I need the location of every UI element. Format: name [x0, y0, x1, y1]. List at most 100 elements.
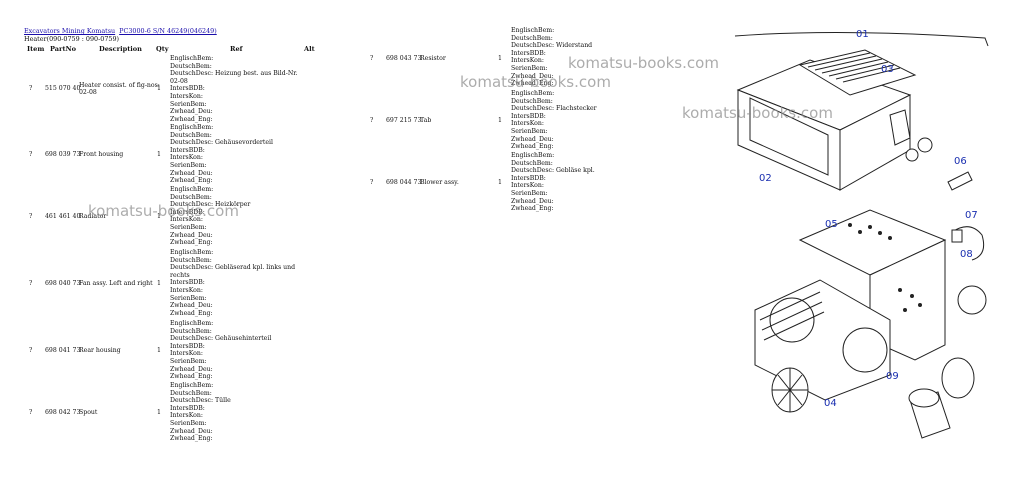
row-item: ? [29, 280, 33, 287]
row-description: Front housing [79, 151, 124, 158]
ref-line: IntersKon: [170, 216, 203, 224]
row-qty: 1 [157, 409, 161, 416]
ref-line: Zwhead_Deu: [170, 427, 213, 435]
ref-line: EnglischBem: [511, 27, 555, 34]
ref-line: EnglischBem: [170, 186, 214, 193]
ref-line: IntersBDB: [170, 85, 205, 93]
ref-line: DeutschBem: [170, 389, 212, 397]
breadcrumb-link-category[interactable]: Excavators Mining Komatsu [24, 27, 116, 35]
ref-line: DeutschDesc: Gebläserad kpl. links und [170, 264, 296, 272]
ref-line: IntersKon: [511, 182, 544, 190]
row-partno[interactable]: 698 040 73 [45, 280, 81, 287]
callout-03: 03 [881, 64, 894, 75]
clip-block-drawing [951, 229, 963, 243]
ref-line: DeutschDesc: Gehäusehinterteil [170, 335, 272, 343]
row-partno[interactable]: 698 043 73 [386, 55, 422, 62]
ref-line: IntersBDB: [170, 342, 205, 350]
ref-line: EnglischBem: [170, 124, 214, 131]
callout-04: 04 [824, 398, 837, 409]
ref-line: Zwhead_Deu: [170, 365, 213, 373]
ref-line: Zwhead_Deu: [511, 197, 554, 205]
row-qty: 1 [157, 213, 161, 220]
watermark: komatsu-books.com [88, 202, 239, 220]
row-description: Resistor [420, 55, 446, 62]
row-partno[interactable]: 515 070 40 [45, 85, 81, 92]
row-item: ? [29, 151, 33, 158]
ref-line: Zwhead_Eng: [170, 309, 213, 317]
callout-02: 02 [759, 173, 772, 184]
row-ref: EnglischBem:DeutschBem:DeutschDesc: Gebl… [170, 249, 295, 317]
row-partno[interactable]: 698 044 73 [386, 179, 422, 186]
ref-line: EnglischBem: [170, 320, 214, 327]
ref-line: IntersBDB: [170, 146, 205, 154]
row-ref: EnglischBem:DeutschBem:DeutschDesc: Tüll… [170, 382, 231, 443]
ref-line: EnglischBem: [511, 152, 555, 159]
ref-line: 02-08 [170, 77, 188, 85]
row-partno[interactable]: 698 041 73 [45, 347, 81, 354]
ref-line: Zwhead_Eng: [511, 143, 554, 151]
row-description: Radiator [79, 213, 107, 220]
ref-line: IntersBDB: [170, 404, 205, 412]
row-partno[interactable]: 698 042 73 [45, 409, 81, 416]
callout-01: 01 [856, 29, 869, 40]
ref-line: EnglischBem: [170, 249, 214, 256]
col-header-item: Item [27, 45, 45, 53]
row-ref: EnglischBem:DeutschBem:DeutschDesc: Flac… [511, 90, 597, 151]
row-item: ? [370, 55, 374, 62]
row-partno[interactable]: 697 215 73 [386, 117, 422, 124]
ref-line: DeutschDesc: Gehäusevorderteil [170, 139, 274, 147]
ref-line: IntersBDB: [511, 49, 546, 57]
plate-drawing [947, 171, 973, 191]
fan-drawing [771, 367, 809, 413]
ref-line: SerienBem: [170, 223, 207, 231]
ref-line: Zwhead_Eng: [170, 435, 213, 443]
ref-line: EnglischBem: [170, 55, 214, 62]
ref-line: DeutschBem: [170, 131, 212, 139]
ref-line: DeutschDesc: Heizkörper [170, 201, 251, 209]
ref-line: SerienBem: [170, 357, 207, 365]
row-ref: EnglischBem:DeutschBem:DeutschDesc: Gehä… [170, 124, 273, 185]
row-partno[interactable]: 461 461 40 [45, 213, 81, 220]
row-description: Spout [79, 409, 98, 416]
col-header-description: Description [99, 45, 142, 53]
row-partno[interactable]: 698 039 73 [45, 151, 81, 158]
row-qty: 1 [157, 280, 161, 287]
row-qty: 1 [498, 179, 502, 186]
row-item: ? [29, 347, 33, 354]
ref-line: IntersKon: [511, 120, 544, 128]
ref-line: Zwhead_Eng: [170, 177, 213, 185]
row-description-cont: 02-08 [79, 89, 97, 96]
ref-line: IntersBDB: [511, 112, 546, 120]
ref-line: IntersBDB: [511, 174, 546, 182]
ref-line: DeutschBem: [170, 327, 212, 335]
watermark: komatsu-books.com [568, 54, 719, 72]
ref-line: EnglischBem: [511, 90, 555, 97]
ref-line: IntersKon: [170, 412, 203, 420]
row-qty: 1 [157, 347, 161, 354]
ref-line: SerienBem: [511, 127, 548, 135]
ref-line: Zwhead_Eng: [170, 373, 213, 381]
ref-line: IntersBDB: [170, 208, 205, 216]
row-item: ? [370, 179, 374, 186]
callout-08: 08 [960, 249, 973, 260]
row-description: Fan assy. Left and right [79, 280, 153, 287]
ref-line: DeutschDesc: Widerstand [511, 42, 593, 50]
ref-line: Zwhead_Eng: [511, 205, 554, 213]
ref-line: DeutschDesc: Heizung best. aus Bild-Nr. [170, 70, 298, 78]
ref-line: Zwhead_Deu: [511, 72, 554, 80]
breadcrumb-link-model[interactable]: PC3000-6 S/N 46249(046249) [119, 27, 217, 35]
ref-line: SerienBem: [170, 294, 207, 302]
ref-line: DeutschBem: [511, 97, 553, 105]
row-ref: EnglischBem:DeutschBem:DeutschDesc: Heiz… [170, 55, 297, 123]
row-description: Blower assy. [420, 179, 459, 186]
ref-line: Zwhead_Eng: [170, 239, 213, 247]
row-description: Tab [420, 117, 432, 124]
ref-line: Zwhead_Deu: [170, 169, 213, 177]
row-qty: 1 [157, 151, 161, 158]
ref-line: IntersKon: [170, 154, 203, 162]
col-header-alt: Alt [304, 45, 315, 53]
ref-line: Zwhead_Deu: [511, 135, 554, 143]
ref-line: DeutschDesc: Tülle [170, 397, 231, 405]
parts-diagram [734, 31, 989, 439]
ref-line: IntersBDB: [170, 279, 205, 287]
